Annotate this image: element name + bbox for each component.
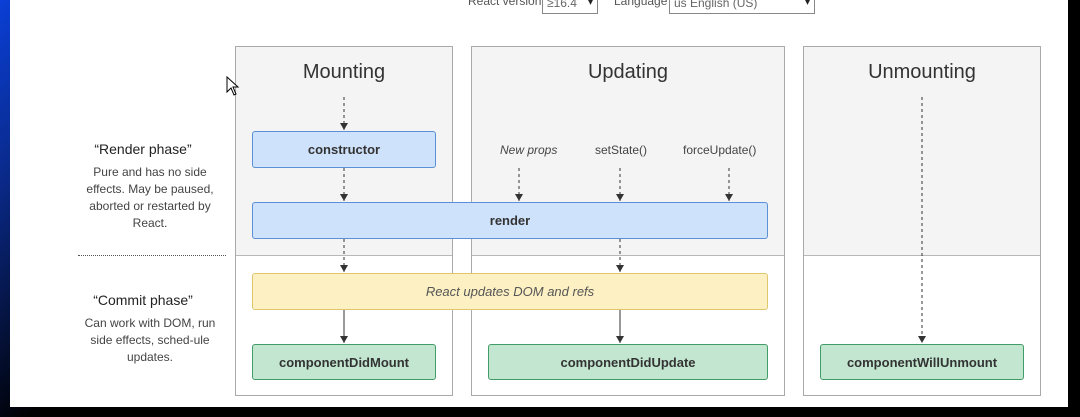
language-value: us English (US) xyxy=(674,0,758,10)
unmounting-title: Unmounting xyxy=(868,61,976,83)
react-version-select[interactable]: ≥16.4 ▾ xyxy=(542,0,598,14)
component-will-unmount-box[interactable]: componentWillUnmount xyxy=(820,344,1024,380)
render-phase-title: “Render phase” xyxy=(94,141,192,157)
lifecycle-diagram: React version ≥16.4 ▾ Language us Englis… xyxy=(10,0,1068,407)
trigger-set-state: setState() xyxy=(595,143,648,157)
language-label: Language xyxy=(614,0,668,8)
commit-phase-description: Can work with DOM, run side effects, sch… xyxy=(84,316,216,364)
phase-divider xyxy=(78,255,226,256)
dom-updates-box[interactable]: React updates DOM and refs xyxy=(252,273,768,310)
trigger-force-update: forceUpdate() xyxy=(683,143,757,157)
render-phase-description: Pure and has no side effects. May be pau… xyxy=(86,165,214,230)
trigger-new-props: New props xyxy=(500,143,558,157)
component-did-mount-box[interactable]: componentDidMount xyxy=(252,344,436,380)
react-version-value: ≥16.4 xyxy=(547,0,577,10)
constructor-box[interactable]: constructor xyxy=(252,131,436,168)
language-select[interactable]: us English (US) ▾ xyxy=(669,0,815,14)
react-version-label: React version xyxy=(468,0,542,8)
commit-phase-title: “Commit phase” xyxy=(93,292,193,308)
mouse-cursor-icon xyxy=(226,76,240,96)
render-box[interactable]: render xyxy=(252,202,768,239)
chevron-down-icon: ▾ xyxy=(804,0,810,8)
updating-title: Updating xyxy=(587,61,669,83)
mounting-title: Mounting xyxy=(302,61,386,83)
chevron-down-icon: ▾ xyxy=(587,0,593,8)
component-did-update-box[interactable]: componentDidUpdate xyxy=(488,344,768,380)
